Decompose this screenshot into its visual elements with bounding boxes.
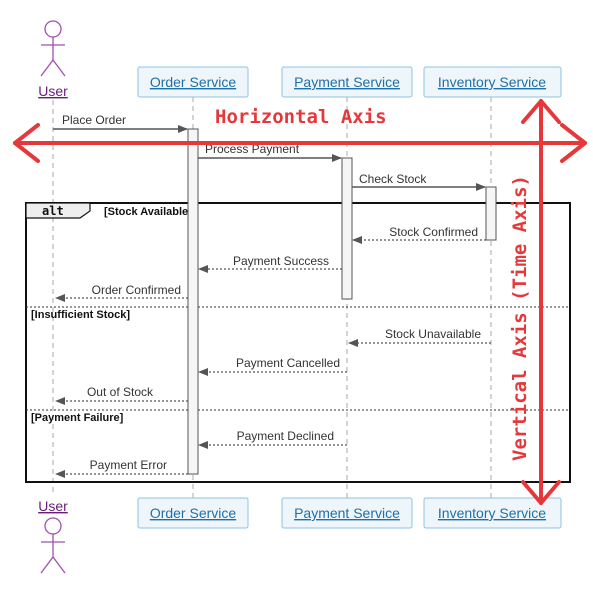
actor-user-top: User — [38, 20, 68, 99]
message-payment-declined: Payment Declined — [198, 429, 347, 449]
horizontal-axis-annotation: Horizontal Axis — [13, 106, 587, 163]
guard-insufficient-stock: [Insufficient Stock] — [31, 309, 130, 321]
message-label: Payment Declined — [237, 429, 334, 443]
activation-inventory-service — [485, 186, 497, 241]
horizontal-axis-label: Horizontal Axis — [215, 106, 387, 128]
participant-inventory-service-top: Inventory Service — [423, 66, 562, 98]
actor-label-user-top: User — [38, 83, 68, 99]
vertical-axis-arrowhead-bottom — [521, 480, 561, 505]
participant-box — [281, 497, 413, 529]
message-check-stock: Check Stock — [352, 172, 486, 191]
activation-order-service — [187, 128, 199, 475]
vertical-axis-annotation: Vertical Axis (Time Axis) — [509, 99, 561, 505]
alt-fragment: alt [Stock Available] [Insufficient Stoc… — [25, 202, 571, 483]
horizontal-axis-arrowhead-left — [13, 123, 40, 163]
activation-payment-service — [341, 157, 353, 300]
actor-label-user-bottom: User — [38, 498, 68, 514]
participant-order-service-top: Order Service — [137, 66, 249, 98]
message-payment-cancelled: Payment Cancelled — [198, 356, 347, 376]
participant-payment-service-top: Payment Service — [281, 66, 413, 98]
actor-leg-left — [40, 59, 54, 77]
participant-label-order-service-bottom: Order Service — [150, 505, 237, 521]
participant-label-order-service-top: Order Service — [150, 74, 237, 90]
message-label: Payment Error — [90, 458, 167, 472]
participant-box — [137, 66, 249, 98]
participant-box — [137, 497, 249, 529]
message-label: Stock Unavailable — [385, 327, 481, 341]
vertical-axis-label: Vertical Axis (Time Axis) — [509, 175, 531, 461]
participant-label-inventory-service-top: Inventory Service — [438, 74, 546, 90]
actor-user-bottom: User — [38, 498, 68, 574]
fragment-frame — [25, 202, 571, 483]
message-label: Check Stock — [359, 172, 427, 186]
message-label: Stock Confirmed — [389, 225, 478, 239]
fragment-operator-tab — [25, 202, 91, 219]
message-payment-error: Payment Error — [55, 458, 188, 478]
participant-label-payment-service-bottom: Payment Service — [294, 505, 400, 521]
message-label: Order Confirmed — [92, 283, 181, 297]
message-payment-success: Payment Success — [198, 254, 342, 273]
fragment-operator: alt — [42, 204, 64, 218]
actor-leg-left — [40, 556, 54, 574]
participant-order-service-bottom: Order Service — [137, 497, 249, 529]
message-label: Process Payment — [205, 142, 300, 156]
actor-head — [44, 517, 62, 535]
actor-leg-right — [52, 556, 66, 574]
participant-inventory-service-bottom: Inventory Service — [423, 497, 562, 529]
message-stock-confirmed: Stock Confirmed — [352, 225, 486, 244]
message-out-of-stock: Out of Stock — [55, 385, 188, 405]
message-place-order: Place Order — [53, 113, 188, 133]
message-stock-unavailable: Stock Unavailable — [348, 327, 491, 347]
participant-label-inventory-service-bottom: Inventory Service — [438, 505, 546, 521]
participant-box — [423, 66, 562, 98]
message-label: Payment Success — [233, 254, 329, 268]
participant-box — [281, 66, 413, 98]
horizontal-axis-arrowhead-right — [560, 123, 587, 163]
message-order-confirmed: Order Confirmed — [55, 283, 188, 302]
guard-stock-available: [Stock Available] — [104, 206, 192, 218]
message-label: Place Order — [62, 113, 126, 127]
participant-box — [423, 497, 562, 529]
participant-label-payment-service-top: Payment Service — [294, 74, 400, 90]
message-label: Out of Stock — [87, 385, 154, 399]
actor-leg-right — [52, 59, 66, 77]
guard-payment-failure: [Payment Failure] — [31, 412, 124, 424]
vertical-axis-arrowhead-top — [521, 99, 561, 124]
actor-head — [44, 20, 62, 38]
message-process-payment: Process Payment — [198, 142, 342, 162]
message-label: Payment Cancelled — [236, 356, 340, 370]
participant-payment-service-bottom: Payment Service — [281, 497, 413, 529]
